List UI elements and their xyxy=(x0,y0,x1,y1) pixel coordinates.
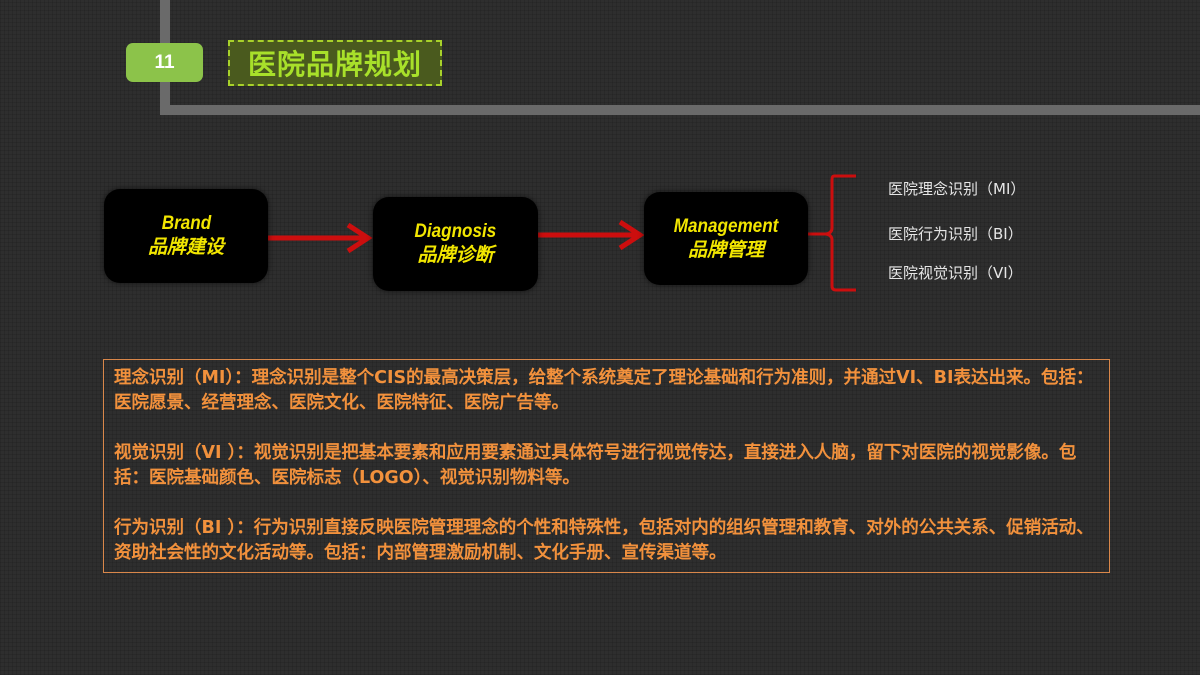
node-chinese-label: 品牌管理 xyxy=(687,238,764,261)
management-item-vi: 医院视觉识别（VI） xyxy=(888,264,1023,282)
management-item-mi: 医院理念识别（MI） xyxy=(888,180,1026,198)
paragraph-bi: 行为识别（BI ）：行为识别直接反映医院管理理念的个性和特殊性，包括对内的组织管… xyxy=(114,518,1094,563)
frame-horizontal-bar xyxy=(160,105,1200,115)
description-box: 理念识别（MI）：理念识别是整个CIS的最高决策层，给整个系统奠定了理论基础和行… xyxy=(103,359,1110,573)
arrow-right-icon xyxy=(266,222,373,254)
node-english-label: Brand xyxy=(161,213,211,234)
page-number-badge: 11 xyxy=(126,43,203,82)
slide-title: 医院品牌规划 xyxy=(228,40,442,86)
node-chinese-label: 品牌建设 xyxy=(147,236,224,258)
paragraph-mi: 理念识别（MI）：理念识别是整个CIS的最高决策层，给整个系统奠定了理论基础和行… xyxy=(114,368,1094,413)
paragraph-vi: 视觉识别（VI ）：视觉识别是把基本要素和应用要素通过具体符号进行视觉传达，直接… xyxy=(114,443,1077,488)
flow-node-brand: Brand 品牌建设 xyxy=(104,189,268,283)
flow-node-management: Management 品牌管理 xyxy=(644,192,808,285)
curly-brace-icon xyxy=(808,174,856,292)
management-item-bi: 医院行为识别（BI） xyxy=(888,225,1023,243)
arrow-right-icon xyxy=(538,219,645,251)
flow-node-diagnosis: Diagnosis 品牌诊断 xyxy=(373,197,538,291)
node-english-label: Diagnosis xyxy=(414,221,497,242)
node-chinese-label: 品牌诊断 xyxy=(417,244,494,266)
node-english-label: Management xyxy=(673,215,779,237)
